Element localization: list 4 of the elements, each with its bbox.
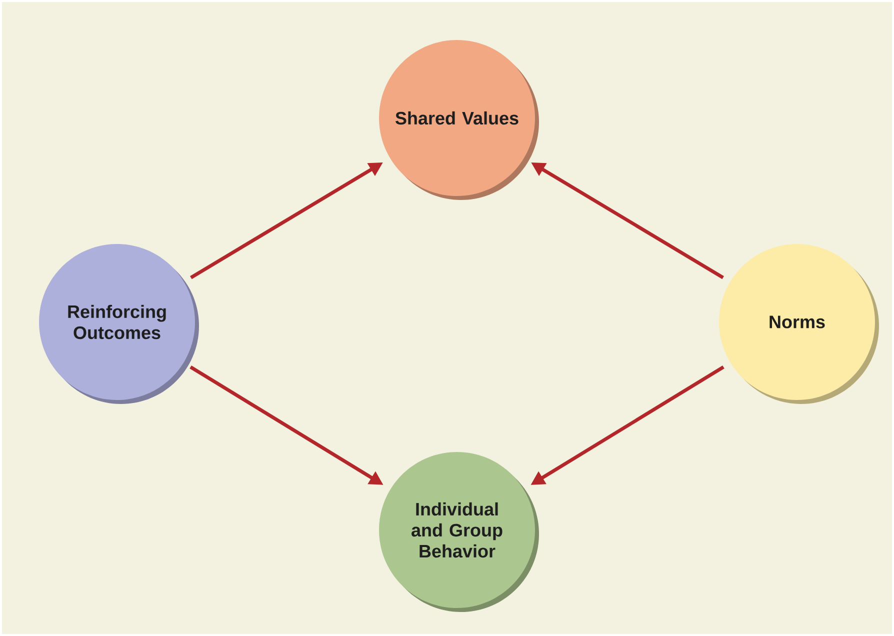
- circle-node: Reinforcing Outcomes: [39, 244, 199, 404]
- circle-node: Norms: [719, 244, 879, 404]
- circle-node: Shared Values: [379, 40, 539, 200]
- circle-node: Individual and Group Behavior: [379, 452, 539, 612]
